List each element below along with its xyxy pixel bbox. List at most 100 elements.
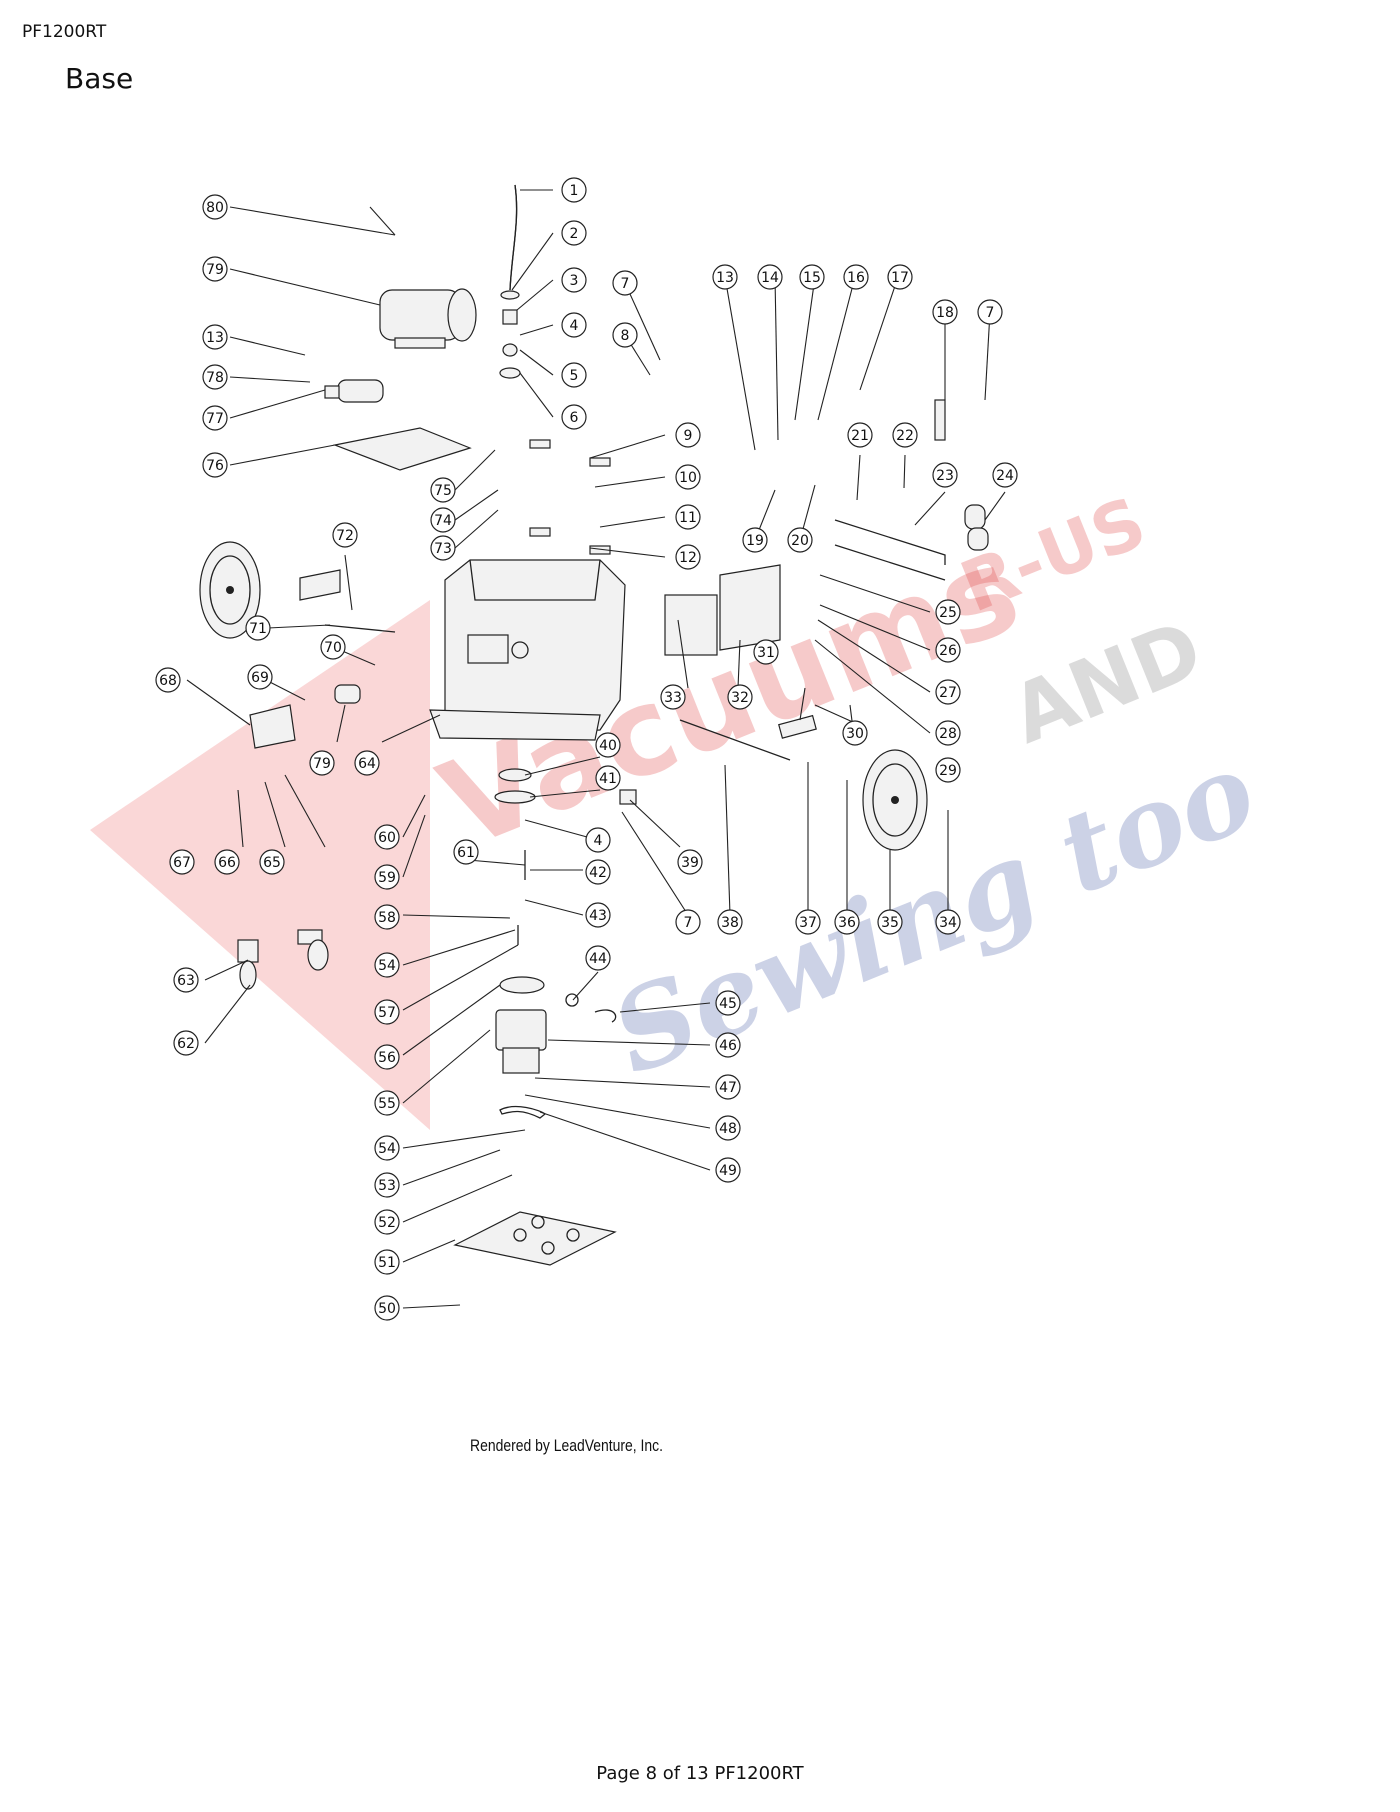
callout: 30 [842,720,868,746]
rod-23b [834,544,946,581]
svg-text:13: 13 [206,330,224,346]
svg-text:79: 79 [313,756,331,772]
cover-plate [249,704,296,749]
callout: 7 [675,909,701,935]
callout: 7 [612,270,638,296]
gasket [499,1106,547,1119]
rod-23 [834,519,946,565]
callout: 9 [675,422,701,448]
callout: 7 [977,299,1003,325]
svg-text:72: 72 [336,528,354,544]
svg-text:12: 12 [679,550,697,566]
svg-text:70: 70 [324,640,342,656]
callout: 50 [374,1295,400,1321]
caster-rigid [237,939,259,990]
callout: 31 [753,639,779,665]
svg-text:54: 54 [378,1141,396,1157]
svg-text:35: 35 [881,915,899,931]
callout: 57 [374,999,400,1025]
svg-text:65: 65 [263,855,281,871]
watermark: Vacuums R-US AND Sewing too [90,481,1272,1130]
svg-text:56: 56 [378,1050,396,1066]
label-plate [778,714,817,739]
svg-text:51: 51 [378,1255,396,1271]
callout: 41 [595,765,621,791]
callout: 56 [374,1044,400,1070]
hose-part-inner [509,184,518,291]
callout: 13 [712,264,738,290]
callout: 15 [799,264,825,290]
callout: 23 [932,462,958,488]
gasket-41 [494,790,536,804]
callout: 18 [932,299,958,325]
pump-motor [379,288,477,349]
base-tank [429,559,626,741]
callout: 54 [374,1135,400,1161]
callout: 63 [173,967,199,993]
svg-text:32: 32 [731,690,749,706]
callout: 46 [715,1032,741,1058]
watermark-text-2: R-US [950,481,1157,628]
svg-text:13: 13 [716,270,734,286]
svg-text:1: 1 [570,183,579,199]
section-title: Base [65,62,134,95]
svg-text:45: 45 [719,996,737,1012]
callout: 45 [715,990,741,1016]
callout: 21 [847,422,873,448]
callout: 12 [675,544,701,570]
svg-text:68: 68 [159,673,177,689]
callout: 40 [595,732,621,758]
callout: 80 [202,194,228,220]
callout: 4 [561,312,587,338]
svg-text:6: 6 [570,410,579,426]
callout: 8 [612,322,638,348]
terminal-strip [934,399,946,441]
svg-text:7: 7 [621,276,630,292]
callout: 14 [757,264,783,290]
document-code: PF1200RT [22,22,107,42]
motor-plate [453,1211,617,1266]
svg-text:30: 30 [846,726,864,742]
svg-text:76: 76 [206,458,224,474]
callout: 53 [374,1172,400,1198]
callout: 60 [374,824,400,850]
svg-text:61: 61 [457,845,475,861]
svg-text:43: 43 [589,908,607,924]
callout: 13 [202,324,228,350]
svg-text:69: 69 [251,670,269,686]
svg-text:8: 8 [621,328,630,344]
svg-text:36: 36 [838,915,856,931]
svg-text:16: 16 [847,270,865,286]
svg-text:4: 4 [570,318,579,334]
callout: 1 [561,177,587,203]
svg-text:2: 2 [570,226,579,242]
parts [199,184,989,1266]
svg-text:37: 37 [799,915,817,931]
bar-71 [324,624,396,633]
callout: 71 [245,615,271,641]
leader-lines [186,189,1006,1309]
callout: 75 [430,477,456,503]
callout: 61 [453,839,479,865]
svg-text:49: 49 [719,1163,737,1179]
svg-text:78: 78 [206,370,224,386]
callout: 26 [935,637,961,663]
svg-text:60: 60 [378,830,396,846]
svg-text:39: 39 [681,855,699,871]
callout: 68 [155,667,181,693]
callout: 3 [561,267,587,293]
mount-plate [332,427,472,471]
callout: 2 [561,220,587,246]
small-pump [324,379,384,403]
callout: 78 [202,364,228,390]
svg-text:74: 74 [434,513,452,529]
hose-clamp [565,993,579,1007]
cap-24 [964,504,986,530]
svg-text:80: 80 [206,200,224,216]
svg-text:21: 21 [851,428,869,444]
callout: 24 [992,462,1018,488]
callout: 22 [892,422,918,448]
watermark-text-3: AND [999,602,1215,761]
callout: 11 [675,504,701,530]
callout: 32 [727,684,753,710]
